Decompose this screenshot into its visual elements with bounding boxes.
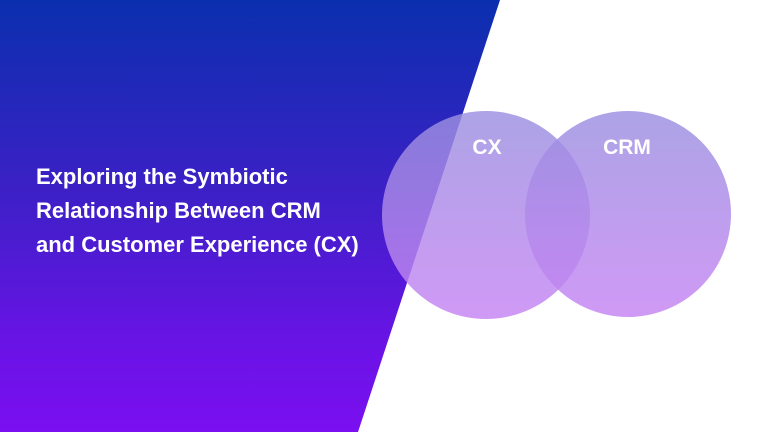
cx-circle xyxy=(382,111,590,319)
crm-circle xyxy=(525,111,731,317)
headline: Exploring the Symbiotic Relationship Bet… xyxy=(36,160,436,262)
headline-line-3: and Customer Experience (CX) xyxy=(36,232,359,257)
cx-label: CX xyxy=(472,136,501,159)
headline-line-2: Relationship Between CRM xyxy=(36,198,321,223)
crm-label: CRM xyxy=(603,136,651,159)
headline-line-1: Exploring the Symbiotic xyxy=(36,164,288,189)
